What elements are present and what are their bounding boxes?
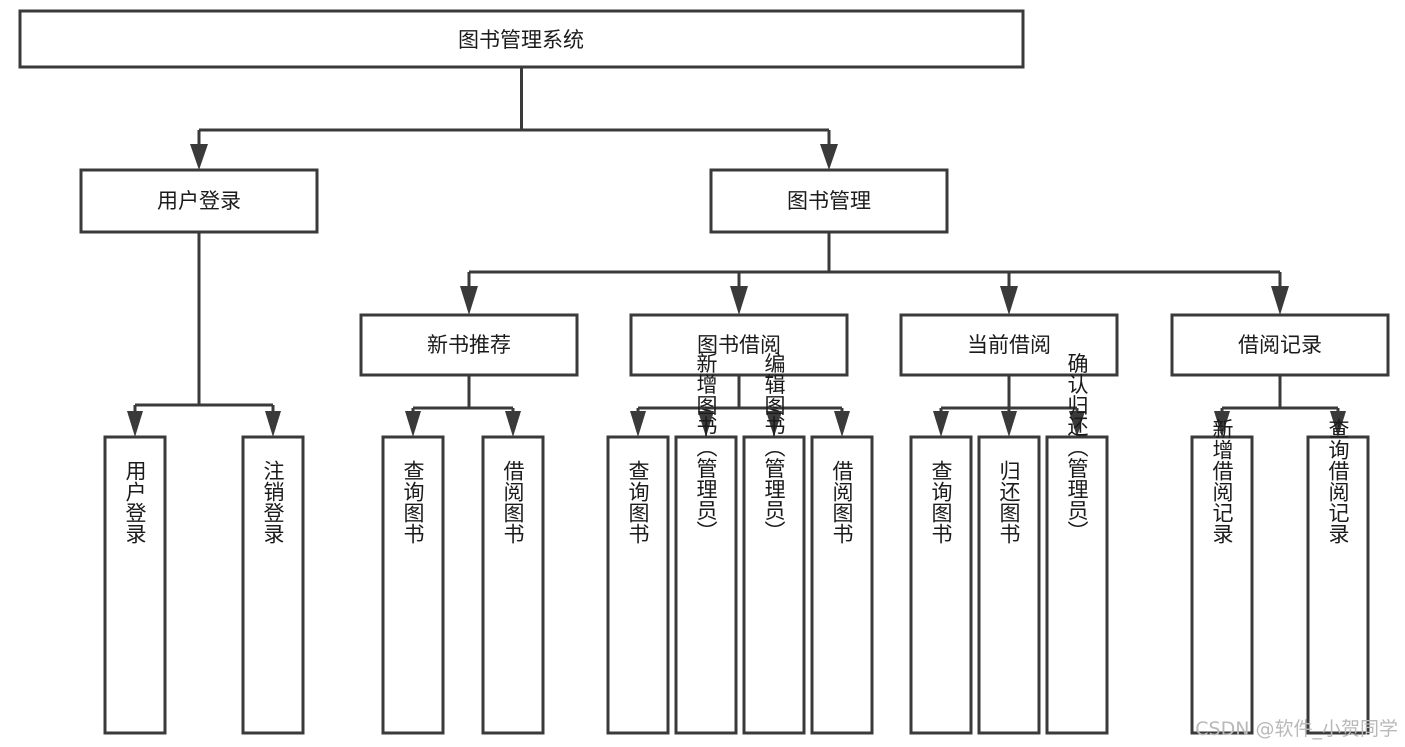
arrow-head-leaf-book-borrow-2 bbox=[766, 411, 782, 437]
connector-group-new-book bbox=[405, 375, 521, 437]
arrow-head-leaf-borrow-record-0 bbox=[1214, 411, 1230, 437]
arrow-head-leaf-book-borrow-0 bbox=[630, 411, 646, 437]
node-root-label: 图书管理系统 bbox=[458, 28, 584, 52]
leaf-node-book-borrow-3-label: 借阅图书 bbox=[830, 460, 854, 544]
leaf-node-new-book-1[interactable]: 借阅图书 bbox=[481, 435, 545, 735]
node-new-book-recommend-box[interactable] bbox=[359, 313, 579, 377]
leaf-node-borrow-record-0-label: 新增借阅记录 bbox=[1210, 418, 1234, 544]
arrow-head-leaf-current-borrow-0 bbox=[933, 411, 949, 437]
node-book-borrow[interactable]: 图书借阅 bbox=[629, 313, 849, 377]
leaf-node-book-borrow-0[interactable]: 查询图书 bbox=[606, 435, 670, 735]
connector-group-book-mgmt bbox=[460, 232, 1289, 315]
leaf-node-book-borrow-0-box[interactable] bbox=[606, 435, 670, 735]
connector-group-borrow-record bbox=[1214, 375, 1346, 437]
node-book-borrow-label: 图书借阅 bbox=[697, 333, 781, 357]
arrow-head-leaf-borrow-record-1 bbox=[1330, 411, 1346, 437]
leaf-node-current-borrow-0-label: 查询图书 bbox=[929, 460, 953, 544]
connector-group-book-borrow bbox=[630, 375, 850, 437]
node-book-borrow-box[interactable] bbox=[629, 313, 849, 377]
arrow-head-new-book bbox=[460, 286, 478, 315]
arrow-head-leaf-new-book-1 bbox=[505, 411, 521, 437]
leaf-node-borrow-record-0-box[interactable] bbox=[1190, 435, 1254, 735]
leaf-node-user-login-0[interactable]: 用户登录 bbox=[103, 435, 167, 735]
connector-group-root bbox=[190, 67, 838, 170]
leaf-node-user-login-1[interactable]: 注销登录 bbox=[241, 435, 305, 735]
arrow-head-leaf-current-borrow-1 bbox=[1001, 411, 1017, 437]
arrow-head-current-borrow bbox=[1000, 286, 1018, 315]
leaf-node-new-book-0-label: 查询图书 bbox=[401, 460, 425, 544]
leaf-node-current-borrow-1-label: 归还图书 bbox=[997, 460, 1021, 544]
node-current-borrow[interactable]: 当前借阅 bbox=[899, 313, 1119, 377]
arrow-head-user-login bbox=[190, 144, 208, 170]
leaf-node-borrow-record-1-box[interactable] bbox=[1306, 435, 1370, 735]
leaf-node-book-borrow-1[interactable]: 新增图书（管理员） bbox=[674, 353, 738, 735]
leaf-node-user-login-0-label: 用户登录 bbox=[123, 460, 147, 544]
leaf-node-new-book-1-box[interactable] bbox=[481, 435, 545, 735]
arrow-head-borrow-record bbox=[1271, 286, 1289, 315]
node-book-management-label: 图书管理 bbox=[787, 189, 871, 213]
leaf-node-new-book-1-label: 借阅图书 bbox=[501, 460, 525, 544]
leaf-node-book-borrow-1-label: 新增图书（管理员） bbox=[694, 353, 718, 542]
leaf-node-new-book-0-box[interactable] bbox=[381, 435, 445, 735]
leaf-node-current-borrow-1[interactable]: 归还图书 bbox=[977, 435, 1041, 735]
leaf-node-book-borrow-3-box[interactable] bbox=[810, 435, 874, 735]
node-root-box[interactable] bbox=[18, 9, 1025, 69]
leaf-node-current-borrow-0[interactable]: 查询图书 bbox=[909, 435, 973, 735]
node-new-book-recommend-label: 新书推荐 bbox=[427, 333, 511, 357]
leaf-node-book-borrow-2-box[interactable] bbox=[742, 435, 806, 735]
leaf-node-book-borrow-0-label: 查询图书 bbox=[626, 460, 650, 544]
arrow-head-leaf-book-borrow-1 bbox=[698, 411, 714, 437]
leaf-node-borrow-record-0[interactable]: 新增借阅记录 bbox=[1190, 418, 1254, 735]
arrow-head-leaf-current-borrow-2 bbox=[1069, 411, 1085, 437]
leaf-node-borrow-record-1[interactable]: 查询借阅记录 bbox=[1306, 418, 1370, 735]
node-borrow-record[interactable]: 借阅记录 bbox=[1170, 313, 1390, 377]
node-user-login[interactable]: 用户登录 bbox=[79, 168, 319, 234]
arrow-head-leaf-user-login-0 bbox=[127, 411, 143, 437]
leaf-node-current-borrow-0-box[interactable] bbox=[909, 435, 973, 735]
leaf-node-current-borrow-2-box[interactable] bbox=[1045, 435, 1109, 735]
arrow-head-book-borrow bbox=[730, 286, 748, 315]
leaf-node-book-borrow-1-box[interactable] bbox=[674, 435, 738, 735]
node-borrow-record-label: 借阅记录 bbox=[1238, 333, 1322, 357]
node-user-login-box[interactable] bbox=[79, 168, 319, 234]
leaf-node-borrow-record-1-label: 查询借阅记录 bbox=[1326, 418, 1350, 544]
watermark-text: CSDN @软件_小贺同学 bbox=[1195, 718, 1398, 740]
arrow-head-book-mgmt bbox=[820, 144, 838, 170]
leaf-node-book-borrow-2[interactable]: 编辑图书（管理员） bbox=[742, 353, 806, 735]
node-current-borrow-box[interactable] bbox=[899, 313, 1119, 377]
node-book-management-box[interactable] bbox=[709, 168, 949, 234]
leaf-node-current-borrow-1-box[interactable] bbox=[977, 435, 1041, 735]
node-book-management[interactable]: 图书管理 bbox=[709, 168, 949, 234]
arrow-head-leaf-book-borrow-3 bbox=[834, 411, 850, 437]
node-root[interactable]: 图书管理系统 bbox=[18, 9, 1025, 69]
leaf-node-user-login-0-box[interactable] bbox=[103, 435, 167, 735]
node-current-borrow-label: 当前借阅 bbox=[967, 333, 1051, 357]
connector-group-current-borrow bbox=[933, 375, 1085, 437]
node-new-book-recommend[interactable]: 新书推荐 bbox=[359, 313, 579, 377]
leaf-node-user-login-1-label: 注销登录 bbox=[261, 460, 285, 544]
arrow-head-leaf-new-book-0 bbox=[405, 411, 421, 437]
leaf-node-current-borrow-2-label: 确认归还（管理员） bbox=[1065, 353, 1089, 542]
leaf-node-current-borrow-2[interactable]: 确认归还（管理员） bbox=[1045, 353, 1109, 735]
connector-group-user-login bbox=[127, 232, 281, 437]
leaf-node-user-login-1-box[interactable] bbox=[241, 435, 305, 735]
leaf-node-book-borrow-2-label: 编辑图书（管理员） bbox=[762, 353, 786, 542]
leaf-node-new-book-0[interactable]: 查询图书 bbox=[381, 435, 445, 735]
arrow-head-leaf-user-login-1 bbox=[265, 411, 281, 437]
node-user-login-label: 用户登录 bbox=[157, 189, 241, 213]
leaf-node-book-borrow-3[interactable]: 借阅图书 bbox=[810, 435, 874, 735]
node-borrow-record-box[interactable] bbox=[1170, 313, 1390, 377]
